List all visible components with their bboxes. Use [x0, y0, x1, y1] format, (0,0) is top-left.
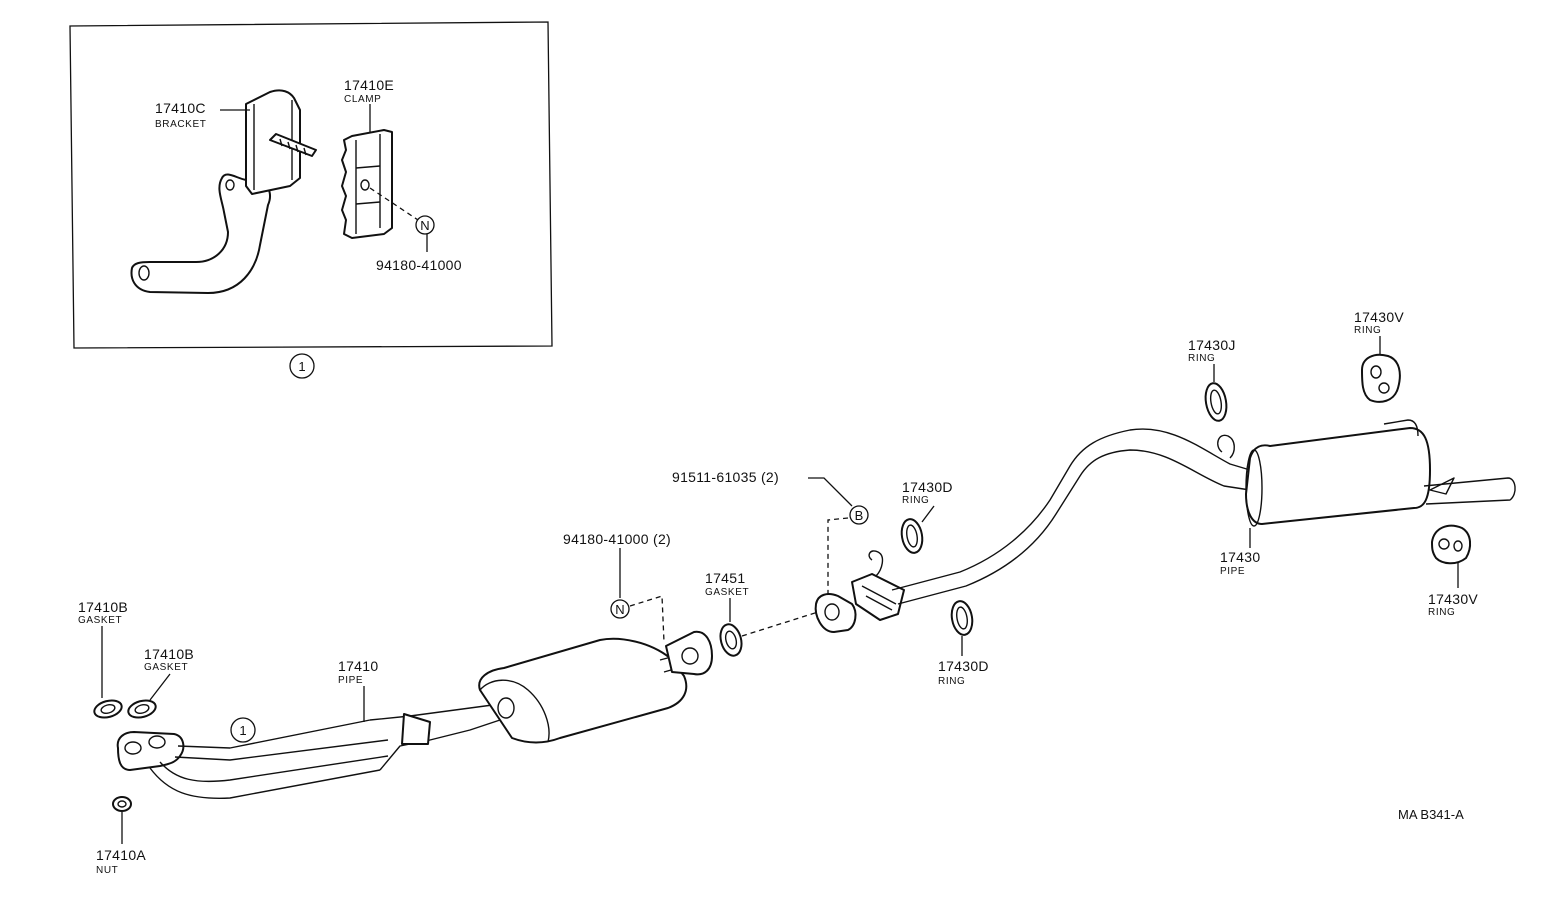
ring-17430v-lower-part-number: 17430V — [1428, 591, 1478, 607]
ring-17430d-upper-drawing — [900, 518, 924, 554]
bracket-17410c-drawing — [130, 89, 317, 294]
bracket-name: BRACKET — [155, 119, 206, 130]
pipe-17410-part-number: 17410 — [338, 658, 378, 674]
bolt-91511-part-number: 91511-61035 (2) — [672, 469, 779, 485]
ring-17430v-upper-part-number: 17430V — [1354, 309, 1404, 325]
gasket-17451-drawing — [719, 623, 743, 657]
nut-17410a-name: NUT — [96, 865, 118, 876]
bolt-91511-leader — [808, 477, 853, 507]
nut-94180-symbol-letter: N — [615, 602, 624, 617]
nut-17410a-drawing — [112, 796, 132, 812]
ring-17430j-name: RING — [1188, 353, 1215, 364]
clamp-17410e-drawing — [341, 129, 393, 239]
gasket-17410b-1-name: GASKET — [78, 615, 122, 626]
diagram-code: MA B341-A — [1398, 807, 1464, 822]
ring-17430d-upper-name: RING — [902, 495, 929, 506]
clamp-part-number: 17410E — [344, 77, 394, 93]
gasket-17410b-1-drawing — [93, 699, 123, 719]
inset-nut-symbol-letter: N — [420, 218, 429, 233]
tail-pipe-17430-drawing — [814, 419, 1516, 633]
gasket-17410b-1-part-number: 17410B — [78, 599, 128, 615]
bolt-91511-dashline — [827, 517, 849, 594]
ring-17430v-upper-name: RING — [1354, 325, 1381, 336]
ring-17430d-upper-leader — [921, 505, 935, 523]
gasket-17410b-2-leader — [149, 673, 171, 701]
inset-reference-circle: 1 — [289, 353, 315, 379]
nut-94180-part-number: 94180-41000 (2) — [563, 531, 671, 547]
ring-17430j-drawing — [1204, 382, 1228, 422]
ring-17430d-lower-name: RING — [938, 676, 965, 687]
bolt-91511-symbol: B — [849, 505, 869, 525]
ring-17430j-part-number: 17430J — [1188, 337, 1236, 353]
pipe-17410-name: PIPE — [338, 675, 363, 686]
nut-94180-symbol: N — [610, 599, 630, 619]
gasket-dashline — [741, 611, 819, 637]
inset-box — [69, 21, 553, 349]
inset-nut-dashline — [369, 187, 419, 221]
ring-17430v-lower-drawing — [1431, 524, 1472, 565]
ring-17430d-lower-drawing — [950, 600, 974, 636]
ring-17430v-upper-drawing — [1361, 353, 1401, 403]
inset-nut-part-number: 94180-41000 — [376, 257, 462, 273]
ring-17430d-upper-part-number: 17430D — [902, 479, 953, 495]
gasket-17410b-2-part-number: 17410B — [144, 646, 194, 662]
front-pipe-17410-drawing — [116, 703, 501, 799]
nut-94180-dashline — [629, 595, 665, 643]
ring-17430v-lower-name: RING — [1428, 607, 1455, 618]
gasket-17451-part-number: 17451 — [705, 570, 745, 586]
bracket-part-number: 17410C — [155, 100, 206, 116]
gasket-17410b-2-drawing — [127, 699, 157, 719]
pipe-reference-circle: 1 — [230, 717, 256, 743]
bolt-91511-symbol-letter: B — [855, 508, 864, 523]
inset-nut-symbol: N — [415, 215, 435, 235]
inset-reference-number: 1 — [298, 359, 305, 374]
pipe-reference-number: 1 — [239, 723, 246, 738]
gasket-17410b-2-name: GASKET — [144, 662, 188, 673]
center-muffler-drawing — [478, 630, 713, 744]
ring-17430d-lower-part-number: 17430D — [938, 658, 989, 674]
pipe-17430-name: PIPE — [1220, 566, 1245, 577]
gasket-17451-name: GASKET — [705, 587, 749, 598]
pipe-17430-part-number: 17430 — [1220, 549, 1260, 565]
nut-17410a-part-number: 17410A — [96, 847, 146, 863]
clamp-name: CLAMP — [344, 94, 381, 105]
